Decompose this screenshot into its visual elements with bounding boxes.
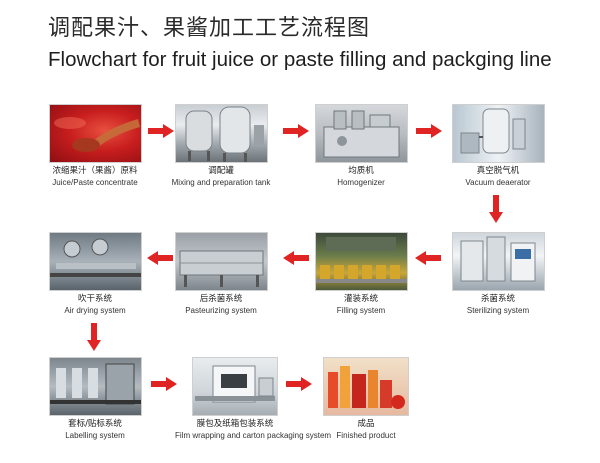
filling-photo: [314, 232, 408, 291]
step-9-label-en: Labelling system: [65, 431, 125, 440]
step-9-label-cn: 套标/贴标系统: [68, 419, 122, 429]
step-vacuum-deaerator: 真空脱气机 Vacuum deaerator: [438, 104, 558, 188]
step-filling: 灌装系统 Filling system: [301, 232, 421, 316]
pasteurizing-photo: [174, 232, 268, 291]
arrow-left-icon: [283, 251, 309, 265]
step-10-label-cn: 膜包及纸箱包装系统: [196, 419, 274, 429]
arrow-right-icon: [416, 124, 442, 138]
step-11-label-en: Finished product: [336, 431, 396, 440]
step-1-label-cn: 浓缩果汁（果酱）原料: [52, 166, 138, 176]
title-english: Flowchart for fruit juice or paste filli…: [48, 48, 552, 71]
step-4-label-en: Vacuum deaerator: [465, 178, 531, 187]
step-sterilizing: 杀菌系统 Sterilizing system: [438, 232, 558, 316]
arrow-right-icon: [151, 377, 177, 391]
step-5-label-cn: 杀菌系统: [480, 294, 515, 304]
step-7-label-cn: 后杀菌系统: [199, 294, 243, 304]
step-8-label-cn: 吹干系统: [77, 294, 112, 304]
finished-product-photo: [323, 357, 409, 416]
arrow-right-icon: [148, 124, 174, 138]
step-4-label-cn: 真空脱气机: [476, 166, 520, 176]
step-10-label-en: Film wrapping and carton packaging syste…: [175, 431, 332, 440]
step-homogenizer: 均质机 Homogenizer: [301, 104, 421, 188]
arrow-right-icon: [286, 377, 312, 391]
step-finished-product: 成品 Finished product: [306, 357, 426, 441]
step-11-label-cn: 成品: [357, 419, 375, 429]
step-6-label-en: Filling system: [336, 306, 386, 315]
step-7-label-en: Pasteurizing system: [185, 306, 257, 315]
labelling-photo: [48, 357, 142, 416]
step-3-label-cn: 均质机: [348, 166, 374, 176]
step-juice-concentrate: 浓缩果汁（果酱）原料 Juice/Paste concentrate: [35, 104, 155, 188]
arrow-down-icon: [489, 195, 503, 223]
mixing-tank-photo: [174, 104, 268, 163]
step-2-label-cn: 调配罐: [208, 166, 234, 176]
juice-concentrate-photo: [48, 104, 142, 163]
step-5-label-en: Sterilizing system: [466, 306, 530, 315]
step-pasteurizing: 后杀菌系统 Pasteurizing system: [161, 232, 281, 316]
arrow-right-icon: [283, 124, 309, 138]
step-1-label-en: Juice/Paste concentrate: [52, 178, 138, 187]
sterilizing-photo: [451, 232, 545, 291]
homogenizer-photo: [314, 104, 408, 163]
step-mixing-tank: 调配罐 Mixing and preparation tank: [161, 104, 281, 188]
step-8-label-en: Air drying system: [64, 306, 126, 315]
step-2-label-en: Mixing and preparation tank: [171, 178, 271, 187]
step-film-wrapping: 膜包及纸箱包装系统 Film wrapping and carton packa…: [175, 357, 332, 441]
step-labelling: 套标/贴标系统 Labelling system: [35, 357, 155, 441]
title-chinese: 调配果汁、果酱加工工艺流程图: [48, 16, 371, 41]
film-wrapping-photo: [192, 357, 278, 416]
arrow-left-icon: [147, 251, 173, 265]
step-6-label-cn: 灌装系统: [343, 294, 378, 304]
arrow-left-icon: [415, 251, 441, 265]
step-3-label-en: Homogenizer: [337, 178, 385, 187]
air-drying-photo: [48, 232, 142, 291]
arrow-down-icon: [87, 323, 101, 351]
step-air-drying: 吹干系统 Air drying system: [35, 232, 155, 316]
vacuum-deaerator-photo: [451, 104, 545, 163]
